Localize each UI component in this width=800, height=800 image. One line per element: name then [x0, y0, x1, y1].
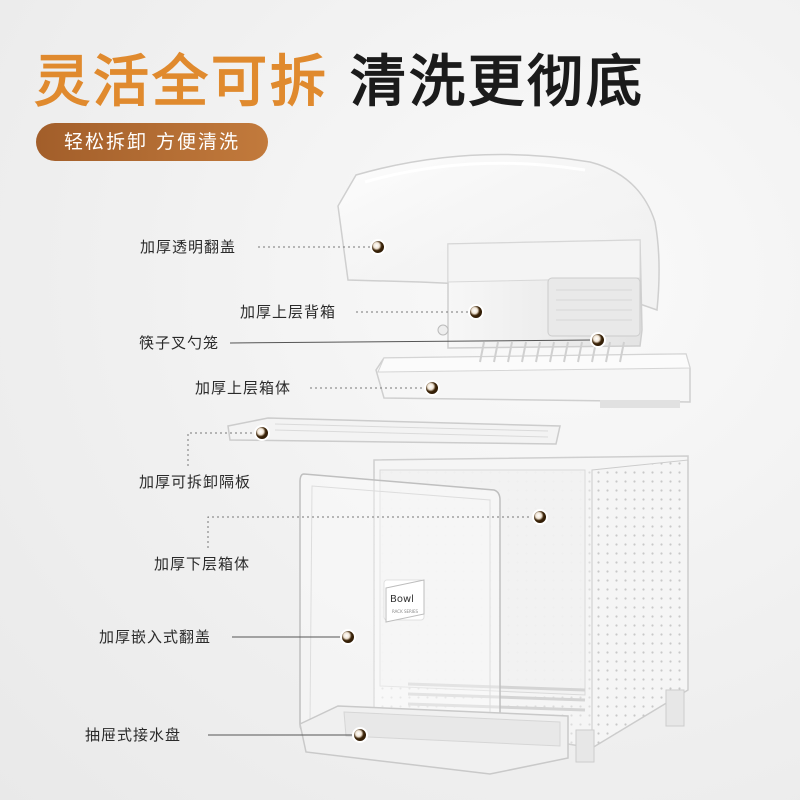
tagline-badge: 轻松拆卸 方便清洗	[36, 123, 268, 161]
drip-tray-shape	[299, 705, 569, 775]
callout-lower-box-body: 加厚下层箱体	[154, 555, 251, 573]
callout-drip-tray: 抽屉式接水盘	[85, 726, 182, 744]
callout-removable-divider: 加厚可拆卸隔板	[139, 473, 252, 491]
marker-removable-divider	[254, 425, 270, 441]
marker-cutlery-basket	[590, 332, 606, 348]
headline-highlight: 灵活全可拆	[34, 50, 329, 115]
callout-upper-back-box: 加厚上层背箱	[240, 303, 337, 321]
removable-divider-shape	[227, 417, 561, 445]
upper-box-body-shape	[375, 341, 691, 408]
marker-upper-box-body	[424, 380, 440, 396]
marker-lower-box-body	[532, 509, 548, 525]
leader-lines	[187, 246, 593, 736]
marker-transparent-lid	[370, 239, 386, 255]
bowl-card-title: Bowl	[390, 594, 414, 605]
marker-drip-tray	[352, 727, 368, 743]
callout-transparent-lid: 加厚透明翻盖	[140, 238, 237, 256]
bowl-card-subtitle: RACK SERIES	[392, 609, 419, 614]
callout-embedded-lid: 加厚嵌入式翻盖	[99, 628, 212, 646]
callout-cutlery-basket: 筷子叉勺笼	[139, 334, 220, 352]
lower-box-body-shape	[373, 455, 689, 763]
callout-upper-box-body: 加厚上层箱体	[195, 379, 292, 397]
bowl-label-card: Bowl RACK SERIES	[385, 579, 425, 623]
marker-upper-back-box	[468, 304, 484, 320]
headline-main: 清洗更彻底	[350, 50, 645, 115]
marker-embedded-lid	[340, 629, 356, 645]
upper-back-box-shape	[437, 239, 643, 349]
callout-markers	[254, 239, 606, 743]
